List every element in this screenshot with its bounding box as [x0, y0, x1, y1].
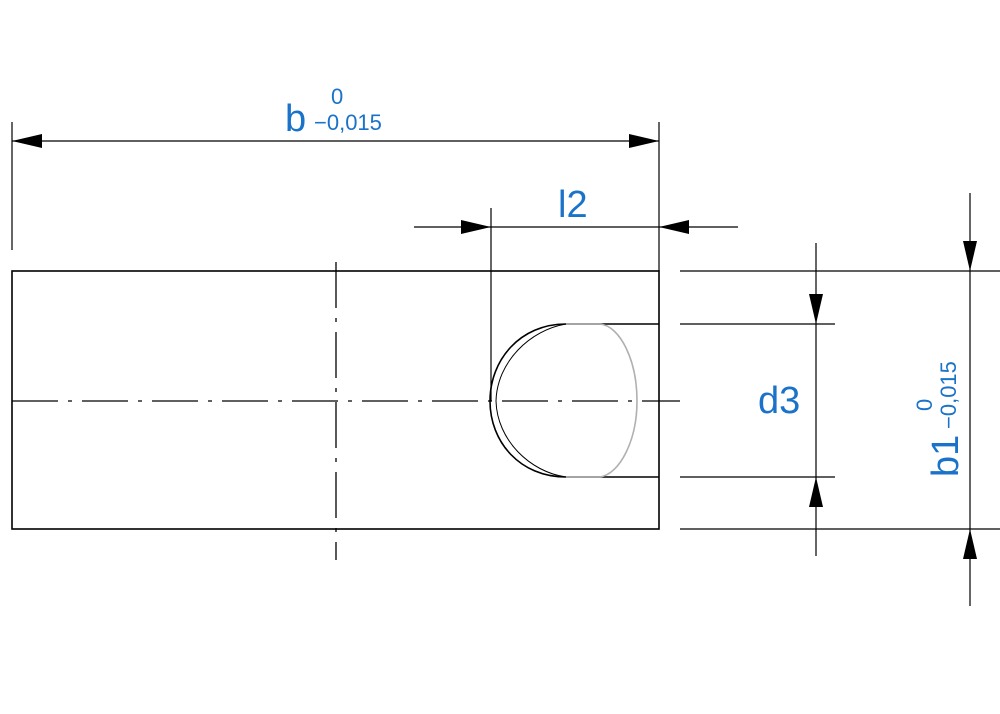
- dim-b-tol-upper: 0: [331, 84, 343, 109]
- dim-l2-label: l2: [558, 184, 588, 226]
- dimension-l2: l2: [414, 184, 738, 401]
- dimension-b: b 0 −0,015: [11, 84, 660, 271]
- dim-b1-tol-lower: −0,015: [936, 361, 961, 429]
- dimension-d3: d3: [680, 243, 835, 556]
- dim-b-tol-lower: −0,015: [314, 110, 382, 135]
- dim-d3-label: d3: [758, 380, 800, 422]
- dimension-b1: b1 0 −0,015: [680, 193, 1000, 606]
- dim-b1-tol-upper: 0: [912, 399, 937, 411]
- dim-b1-label: b1: [925, 435, 967, 477]
- dim-b-label: b: [285, 98, 306, 140]
- hole-profile: [489, 323, 659, 478]
